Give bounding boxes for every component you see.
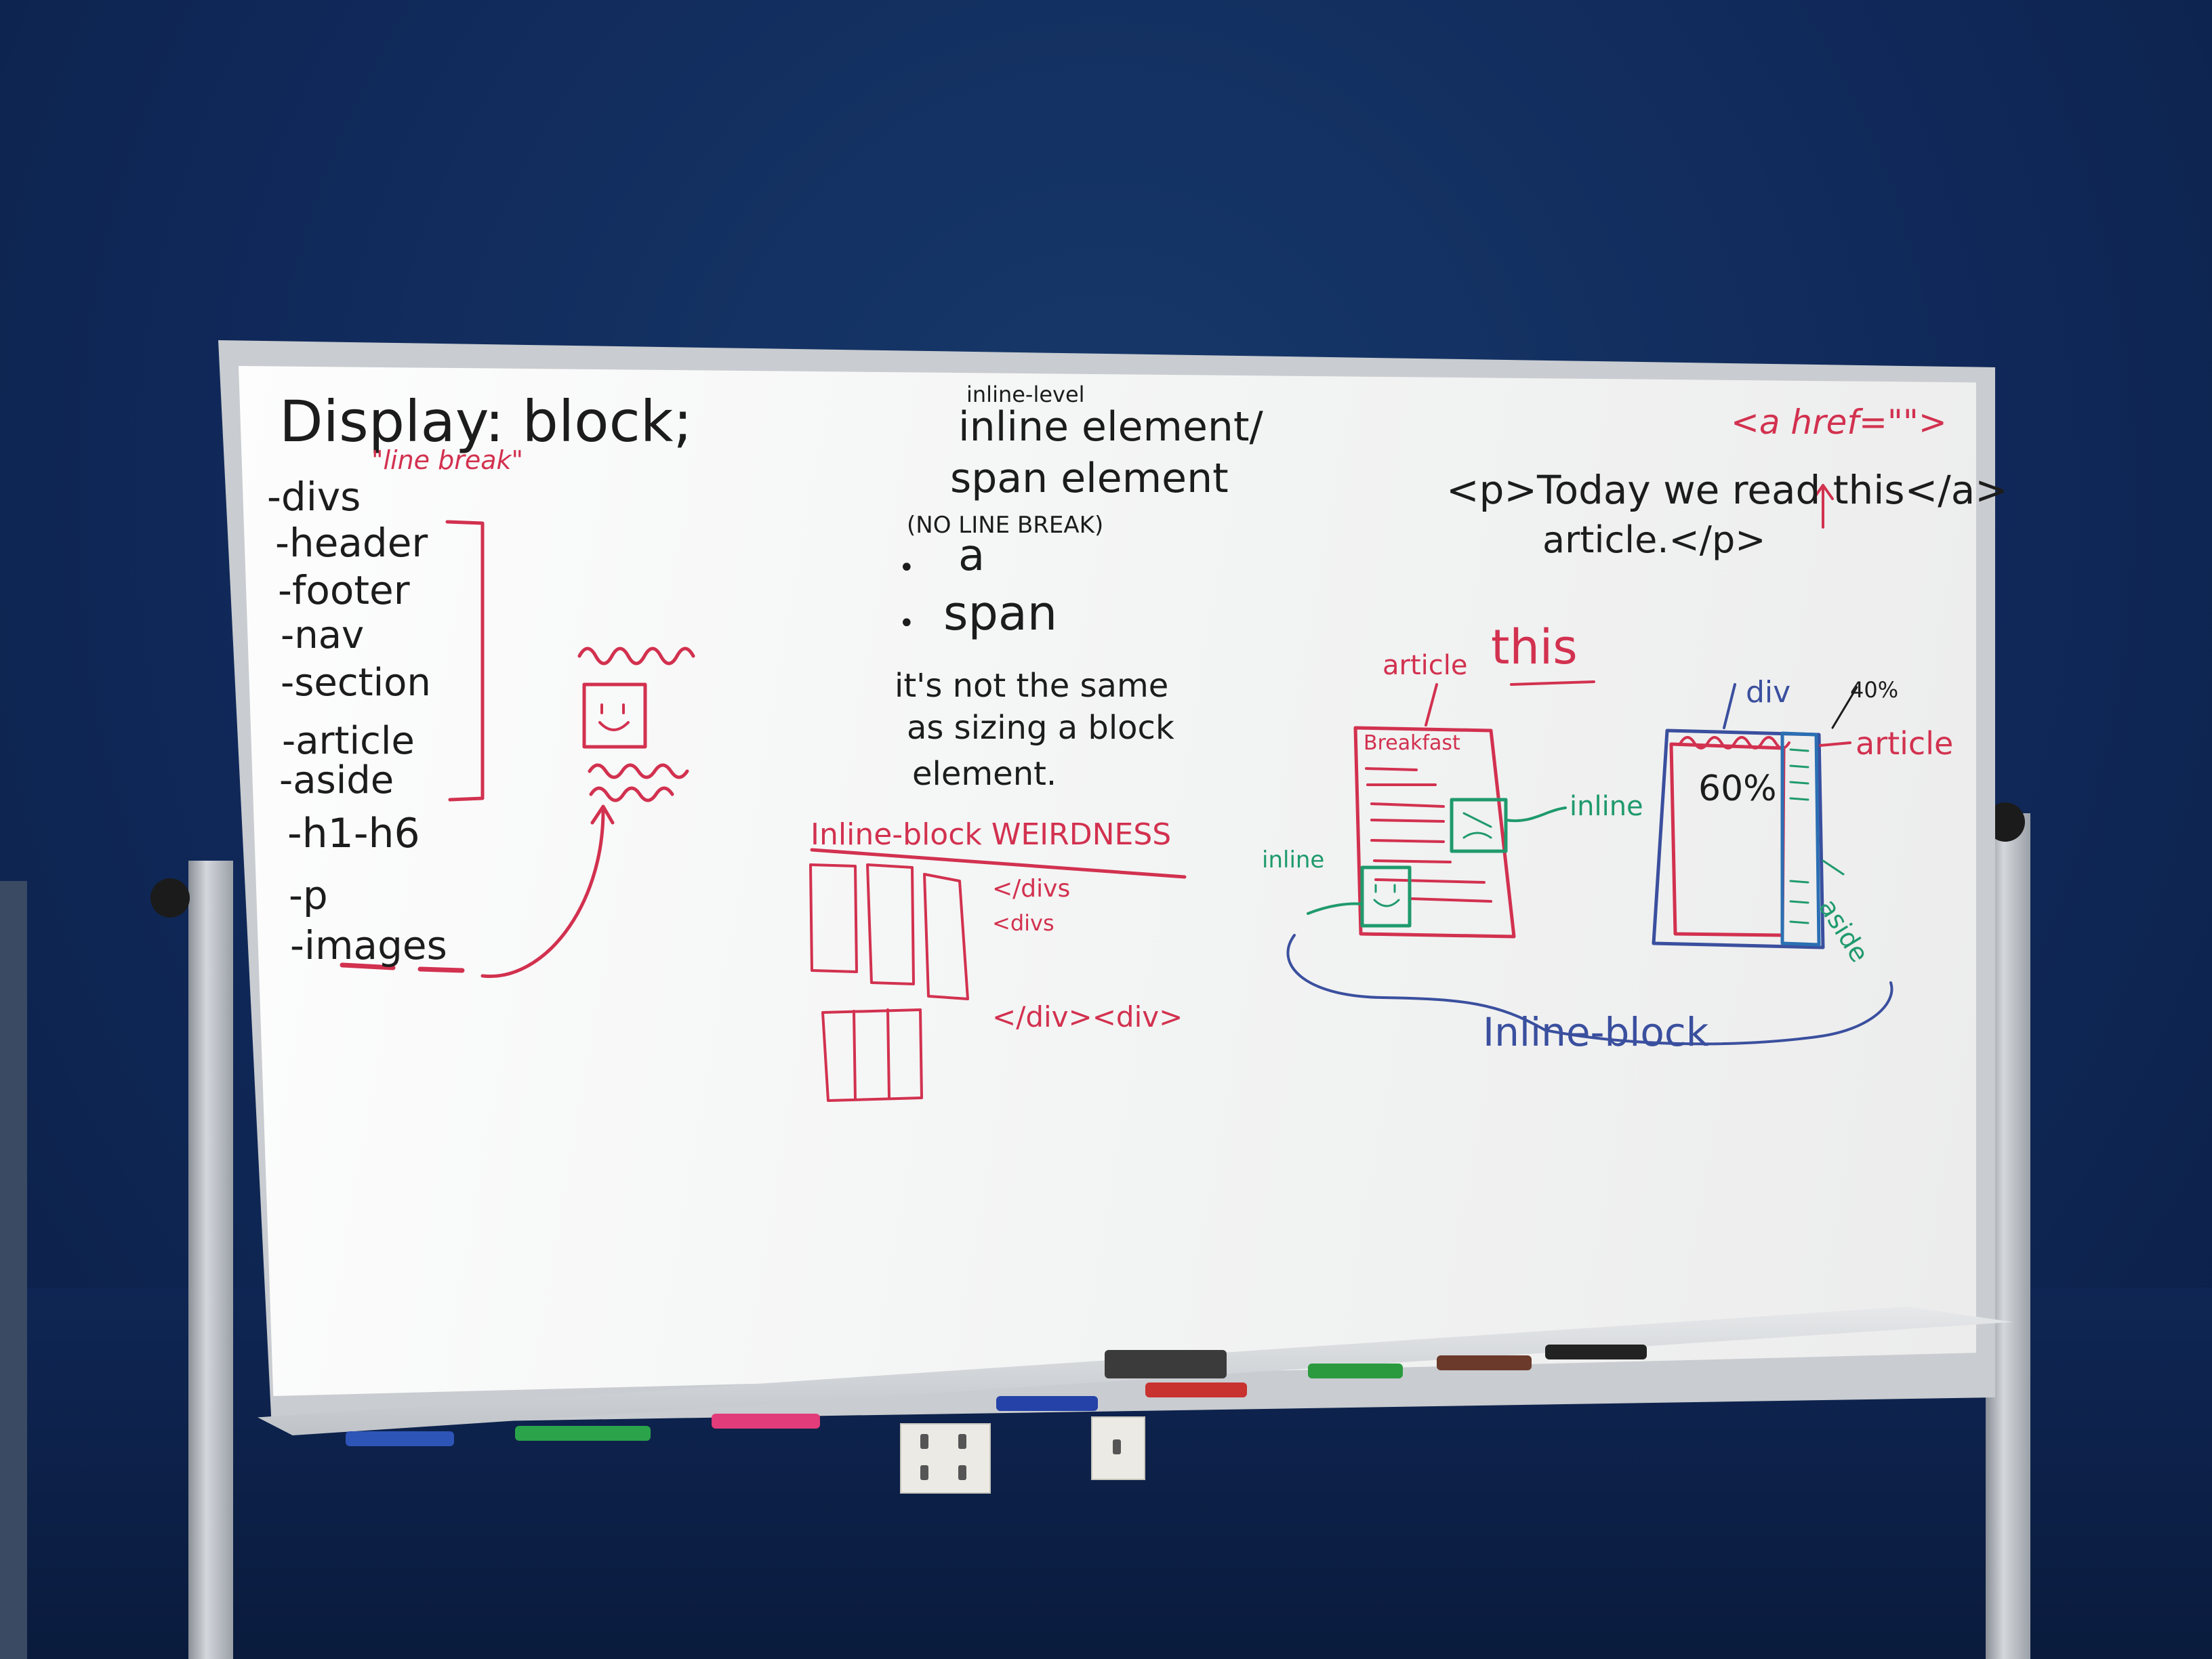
- no-line-break-note: (NO LINE BREAK): [907, 512, 1104, 539]
- sixty-percent-squiggle: [1679, 736, 1790, 750]
- tall-box-3: [923, 873, 969, 1000]
- red-bracket: [445, 520, 485, 802]
- sentence-line-1: it's not the same: [895, 667, 1169, 705]
- inline-element-heading: inline element/: [958, 403, 1263, 451]
- inline-level-note: inline-level: [966, 382, 1085, 407]
- closing-divs-tag: </divs: [992, 875, 1071, 903]
- red-squiggle-top: [577, 647, 695, 665]
- left-knob[interactable]: [150, 878, 190, 918]
- bullet-span: span: [943, 586, 1058, 641]
- eraser[interactable]: [1105, 1350, 1227, 1378]
- close-open-div-tag: </div><div>: [992, 1000, 1183, 1033]
- black-marker[interactable]: [1545, 1345, 1647, 1359]
- forty-pointer: [1831, 686, 1858, 729]
- aside-column: [1780, 731, 1821, 947]
- red-marker[interactable]: [1145, 1382, 1247, 1397]
- left-wall-edge: [0, 881, 27, 1659]
- paragraph-line-2: article.</p>: [1542, 518, 1766, 561]
- green-marker[interactable]: [515, 1426, 651, 1441]
- sentence-line-2: as sizing a block: [907, 709, 1174, 747]
- list-item-footer: -footer: [278, 567, 410, 613]
- inline-box-right-face: [1462, 812, 1492, 839]
- article-label: article: [1382, 650, 1468, 681]
- list-item-h1-h6: -h1-h6: [287, 810, 420, 857]
- brown-marker[interactable]: [1437, 1355, 1532, 1370]
- breakfast-text: Breakfast: [1364, 731, 1460, 755]
- article-box: [1353, 726, 1516, 939]
- anchor-href-tag: <a href="">: [1731, 403, 1947, 442]
- weirdness-underline: [810, 848, 1187, 879]
- inline-box-right: [1450, 798, 1508, 853]
- sixty-percent-label: 60%: [1698, 769, 1777, 809]
- div-pointer: [1723, 683, 1736, 729]
- inline-label-right: inline: [1570, 791, 1643, 822]
- tall-box-1: [809, 863, 858, 973]
- div-box: [1652, 729, 1825, 949]
- inline-pointer-right: [1504, 806, 1567, 823]
- tall-box-2: [866, 863, 915, 985]
- list-item-aside: -aside: [279, 758, 394, 802]
- inline-block-weirdness-title: Inline-block WEIRDNESS: [811, 817, 1172, 852]
- aside-column-lines: [1789, 748, 1809, 924]
- list-item-p: -p: [289, 872, 328, 918]
- opening-divs-tag: <divs: [992, 910, 1054, 936]
- span-element-heading: span element: [950, 455, 1229, 502]
- article-pointer-2: [1819, 741, 1851, 747]
- aside-pointer: [1822, 859, 1845, 876]
- inline-block-brace: [1286, 934, 1893, 1046]
- list-item-header: -header: [275, 520, 428, 566]
- list-item-nav: -nav: [281, 613, 365, 657]
- images-arrow: [480, 808, 605, 979]
- article-label-2: article: [1856, 725, 1954, 762]
- wall-switch: [1091, 1416, 1145, 1480]
- pink-marker[interactable]: [712, 1414, 820, 1429]
- list-item-divs: -divs: [267, 474, 361, 520]
- blue-marker-2[interactable]: [996, 1396, 1098, 1411]
- smiley-face: [598, 703, 630, 731]
- whiteboard-surface: [239, 366, 1976, 1396]
- inline-pointer-left: [1307, 902, 1364, 915]
- red-squiggle-mid: [588, 763, 689, 779]
- list-item-section: -section: [281, 661, 431, 705]
- smiley-box: [582, 682, 647, 749]
- insertion-arrow: [1812, 484, 1834, 529]
- bullet-dot-2: •: [899, 608, 915, 639]
- red-squiggle-low: [589, 786, 674, 802]
- images-arrow-head: [590, 804, 615, 825]
- forty-percent-label: 40%: [1850, 677, 1899, 703]
- bullet-dot-1: •: [899, 552, 915, 583]
- images-underline: [340, 962, 465, 973]
- paragraph-line-1: <p>Today we read this</a>: [1446, 467, 2008, 513]
- inline-box-left: [1360, 865, 1412, 928]
- inline-label-left: inline: [1262, 846, 1325, 874]
- this-label: this: [1491, 619, 1578, 675]
- bullet-a: a: [958, 531, 985, 581]
- article-text-lines: [1365, 767, 1492, 903]
- display-block-title: Display: block;: [279, 388, 693, 455]
- wall-outlet: [900, 1423, 991, 1494]
- blue-marker[interactable]: [346, 1431, 454, 1446]
- inline-box-left-face: [1373, 884, 1400, 907]
- sentence-line-3: element.: [912, 755, 1057, 793]
- list-item-images: -images: [290, 922, 447, 968]
- left-stand-leg: [188, 861, 233, 1659]
- article-pointer: [1425, 683, 1438, 726]
- line-break-subtitle: "line break": [371, 445, 524, 475]
- inline-block-label: Inline-block: [1483, 1009, 1709, 1055]
- div-label: div: [1746, 675, 1791, 710]
- this-underline: [1510, 680, 1595, 686]
- green-marker-2[interactable]: [1308, 1364, 1403, 1378]
- short-box-group: [821, 1008, 923, 1102]
- list-item-article: -article: [282, 719, 415, 763]
